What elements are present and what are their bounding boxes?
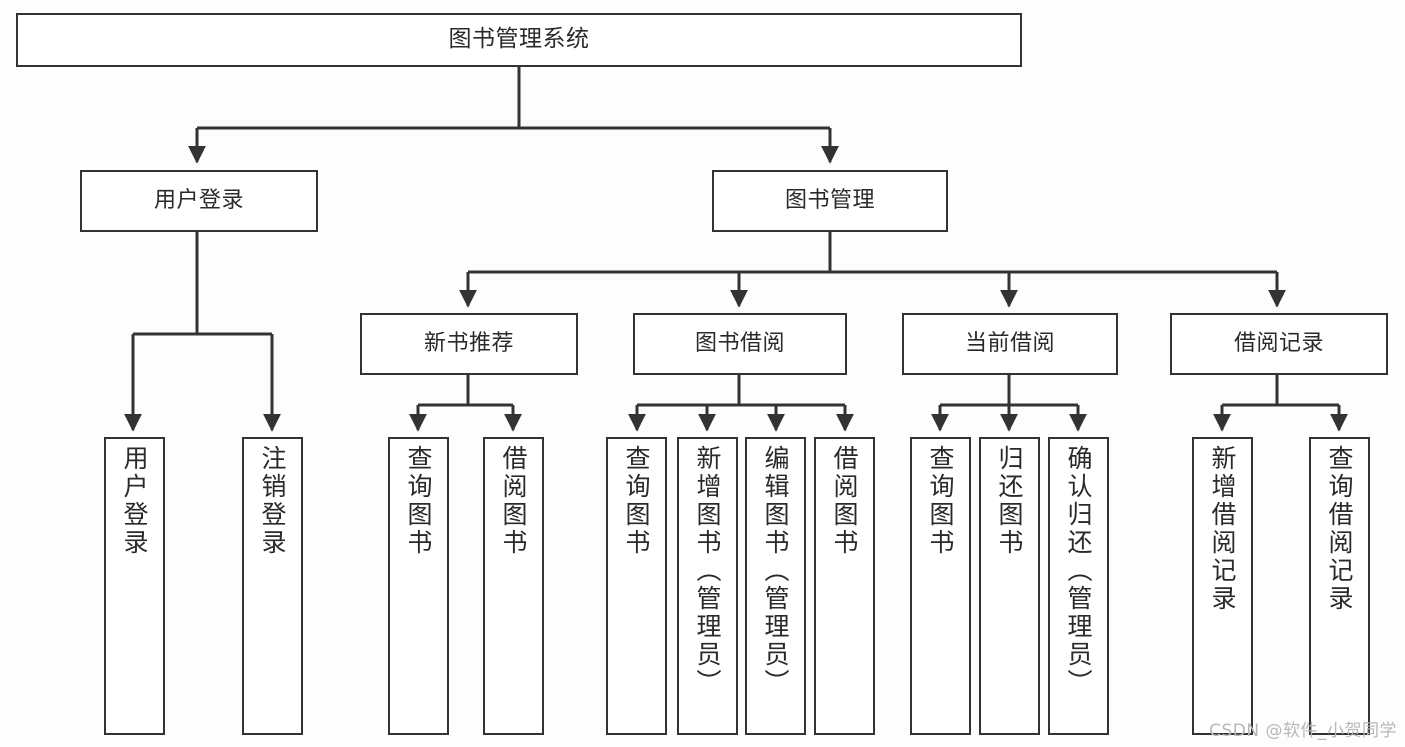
leaf-node-query-book-recommend[interactable]: 查询图书 <box>388 437 449 735</box>
node-label: 图书管理 <box>784 187 875 213</box>
node-label: 查询图书 <box>622 445 651 557</box>
node-label: 编辑图书（管理员） <box>761 445 790 697</box>
node-label: 用户登录 <box>153 187 244 213</box>
node-label: 当前借阅 <box>964 330 1055 356</box>
leaf-node-query-book-borrow[interactable]: 查询图书 <box>606 437 667 735</box>
node-book-borrow[interactable]: 图书借阅 <box>633 313 847 375</box>
node-label: 借阅记录 <box>1233 330 1324 356</box>
node-borrow-record[interactable]: 借阅记录 <box>1170 313 1388 375</box>
node-book-management[interactable]: 图书管理 <box>712 170 948 232</box>
node-label: 查询图书 <box>926 445 955 557</box>
leaf-node-borrow-book[interactable]: 借阅图书 <box>814 437 875 735</box>
leaf-node-query-book-current[interactable]: 查询图书 <box>910 437 971 735</box>
node-label: 查询图书 <box>404 445 433 557</box>
node-current-borrow[interactable]: 当前借阅 <box>902 313 1118 375</box>
node-new-book-recommend[interactable]: 新书推荐 <box>360 313 578 375</box>
node-label: 用户登录 <box>120 445 149 557</box>
leaf-node-query-borrow-record[interactable]: 查询借阅记录 <box>1309 437 1370 735</box>
node-label: 新增借阅记录 <box>1208 445 1237 613</box>
node-label: 注销登录 <box>258 445 287 557</box>
leaf-node-logout[interactable]: 注销登录 <box>242 437 303 735</box>
node-label: 归还图书 <box>995 445 1024 557</box>
leaf-node-return-book[interactable]: 归还图书 <box>979 437 1040 735</box>
leaf-node-confirm-return-admin[interactable]: 确认归还（管理员） <box>1048 437 1109 735</box>
node-label: 新增图书（管理员） <box>693 445 722 697</box>
node-label: 确认归还（管理员） <box>1064 445 1093 697</box>
leaf-node-edit-book-admin[interactable]: 编辑图书（管理员） <box>745 437 806 735</box>
leaf-node-borrow-book-recommend[interactable]: 借阅图书 <box>483 437 544 735</box>
node-root-book-management-system[interactable]: 图书管理系统 <box>16 13 1022 67</box>
node-label: 借阅图书 <box>499 445 528 557</box>
node-label: 新书推荐 <box>423 330 514 356</box>
leaf-node-add-book-admin[interactable]: 新增图书（管理员） <box>677 437 738 735</box>
csdn-watermark: CSDN @软件_小贺同学 <box>1209 721 1397 741</box>
node-label: 图书管理系统 <box>448 26 590 53</box>
leaf-node-user-login[interactable]: 用户登录 <box>104 437 165 735</box>
node-label: 图书借阅 <box>694 330 785 356</box>
node-user-login[interactable]: 用户登录 <box>80 170 318 232</box>
leaf-node-add-borrow-record[interactable]: 新增借阅记录 <box>1192 437 1253 735</box>
node-label: 借阅图书 <box>830 445 859 557</box>
node-label: 查询借阅记录 <box>1325 445 1354 613</box>
